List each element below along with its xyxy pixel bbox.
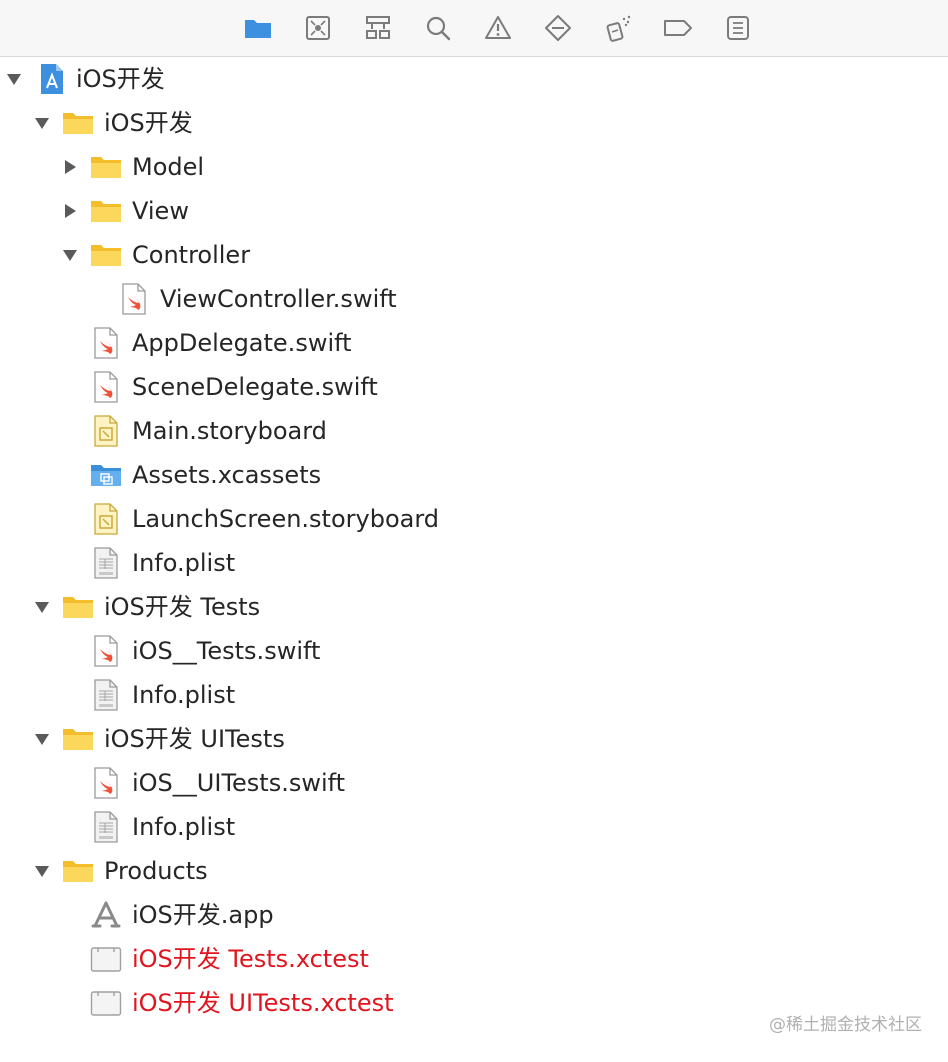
tree-item-label: Controller [132, 241, 251, 269]
folder-icon [62, 855, 94, 887]
debug-spray-icon[interactable] [602, 12, 634, 44]
tree-item-label: Info.plist [132, 681, 236, 709]
tree-row-file[interactable]: Info.plist [0, 673, 948, 717]
tree-row-group[interactable]: iOS开发 UITests [0, 717, 948, 761]
disclosure-expanded-icon[interactable] [32, 113, 52, 133]
folder-icon [90, 195, 122, 227]
symbol-hierarchy-icon[interactable] [362, 12, 394, 44]
search-icon[interactable] [422, 12, 454, 44]
tree-item-label: Info.plist [132, 549, 236, 577]
warning-icon[interactable] [482, 12, 514, 44]
tree-row-file[interactable]: Info.plist [0, 805, 948, 849]
disclosure-expanded-icon[interactable] [32, 729, 52, 749]
tree-item-label: iOS__UITests.swift [132, 769, 346, 797]
folder-icon [62, 591, 94, 623]
folder-icon [90, 151, 122, 183]
swift-file-icon [118, 283, 150, 315]
source-control-icon[interactable] [302, 12, 334, 44]
swift-file-icon [90, 767, 122, 799]
tree-item-label: Info.plist [132, 813, 236, 841]
tree-item-label: ViewController.swift [160, 285, 397, 313]
tree-item-label-missing: iOS开发 Tests.xctest [132, 945, 369, 973]
disclosure-collapsed-icon[interactable] [60, 201, 80, 221]
bundle-icon [90, 987, 122, 1019]
tree-item-label: Model [132, 153, 205, 181]
storyboard-file-icon [90, 503, 122, 535]
plist-file-icon [90, 679, 122, 711]
tree-item-label: iOS开发.app [132, 901, 274, 929]
tree-item-label: iOS__Tests.swift [132, 637, 321, 665]
tree-item-label-missing: iOS开发 UITests.xctest [132, 989, 394, 1017]
tree-row-file[interactable]: Main.storyboard [0, 409, 948, 453]
report-list-icon[interactable] [722, 12, 754, 44]
disclosure-expanded-icon[interactable] [60, 245, 80, 265]
tree-row-file[interactable]: iOS开发 Tests.xctest [0, 937, 948, 981]
tree-row-file[interactable]: ViewController.swift [0, 277, 948, 321]
tree-row-group[interactable]: View [0, 189, 948, 233]
tree-row-file[interactable]: Info.plist [0, 541, 948, 585]
tree-row-file[interactable]: iOS开发.app [0, 893, 948, 937]
disclosure-expanded-icon[interactable] [4, 69, 24, 89]
tree-item-label: View [132, 197, 189, 225]
plist-file-icon [90, 811, 122, 843]
tree-item-label: iOS开发 [104, 109, 193, 137]
disclosure-expanded-icon[interactable] [32, 861, 52, 881]
tree-item-label: Main.storyboard [132, 417, 327, 445]
watermark: @稀土掘金技术社区 [769, 1015, 922, 1035]
tree-row-group[interactable]: Model [0, 145, 948, 189]
tree-row-file[interactable]: Assets.xcassets [0, 453, 948, 497]
tree-item-label: Products [104, 857, 208, 885]
tree-row-file[interactable]: iOS__UITests.swift [0, 761, 948, 805]
swift-file-icon [90, 327, 122, 359]
breakpoint-tag-icon[interactable] [662, 12, 694, 44]
tree-row-file[interactable]: iOS__Tests.swift [0, 629, 948, 673]
storyboard-file-icon [90, 415, 122, 447]
tree-row-group[interactable]: iOS开发 [0, 101, 948, 145]
tree-row-project[interactable]: iOS开发 [0, 57, 948, 101]
folder-icon [62, 723, 94, 755]
tree-item-label: LaunchScreen.storyboard [132, 505, 440, 533]
disclosure-expanded-icon[interactable] [32, 597, 52, 617]
tree-row-file[interactable]: SceneDelegate.swift [0, 365, 948, 409]
tree-row-group[interactable]: iOS开发 Tests [0, 585, 948, 629]
tree-item-label: iOS开发 [76, 65, 165, 93]
folder-icon [90, 239, 122, 271]
tree-item-label: AppDelegate.swift [132, 329, 352, 357]
asset-catalog-folder-icon [90, 459, 122, 491]
tree-row-file[interactable]: LaunchScreen.storyboard [0, 497, 948, 541]
disclosure-collapsed-icon[interactable] [60, 157, 80, 177]
test-diamond-icon[interactable] [542, 12, 574, 44]
tree-item-label: iOS开发 Tests [104, 593, 261, 621]
tree-row-group[interactable]: Products [0, 849, 948, 893]
app-product-icon [90, 899, 122, 931]
tree-row-file[interactable]: iOS开发 UITests.xctest [0, 981, 948, 1025]
tree-item-label: SceneDelegate.swift [132, 373, 378, 401]
xcode-project-icon [36, 63, 68, 95]
bundle-icon [90, 943, 122, 975]
swift-file-icon [90, 371, 122, 403]
tree-row-file[interactable]: AppDelegate.swift [0, 321, 948, 365]
tree-item-label: Assets.xcassets [132, 461, 322, 489]
swift-file-icon [90, 635, 122, 667]
plist-file-icon [90, 547, 122, 579]
tree-item-label: iOS开发 UITests [104, 725, 285, 753]
tree-row-group[interactable]: Controller [0, 233, 948, 277]
navigator-toolbar [0, 0, 948, 57]
folder-icon [62, 107, 94, 139]
project-navigator-folder-icon[interactable] [242, 12, 274, 44]
